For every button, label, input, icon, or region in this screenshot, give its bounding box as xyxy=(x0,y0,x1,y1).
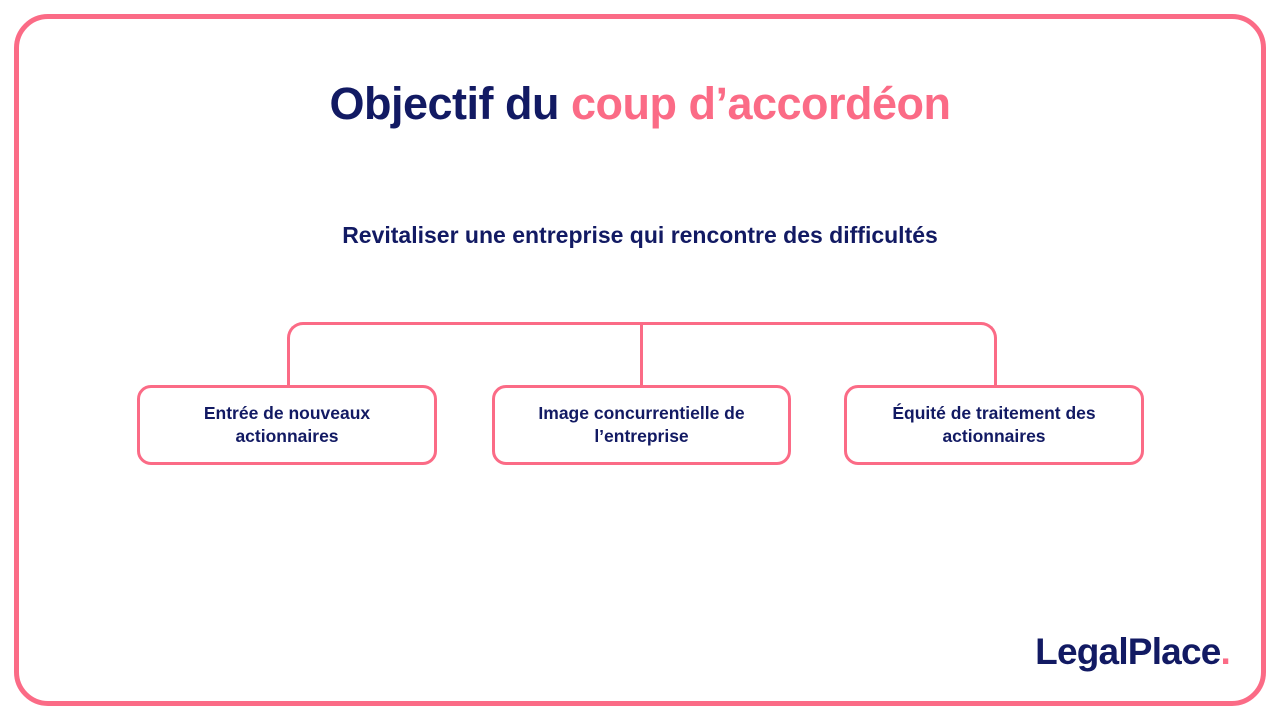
legalplace-logo: LegalPlace. xyxy=(1000,631,1231,672)
logo-dot: . xyxy=(1220,631,1231,672)
connector-line-right xyxy=(641,322,997,387)
connector-line-middle xyxy=(640,322,643,387)
page-title-accent: coup d’accordéon xyxy=(570,78,951,129)
connector-line-left xyxy=(287,322,643,387)
logo-wordmark: LegalPlace xyxy=(1035,631,1221,672)
diagram-root-label: Revitaliser une entreprise qui rencontre… xyxy=(342,222,938,248)
diagram-box-3: Équité de traitement des actionnaires xyxy=(844,385,1144,465)
diagram-box-2: Image concurrentielle de l’entreprise xyxy=(492,385,791,465)
page-title-primary: Objectif du xyxy=(329,78,571,129)
page-title: Objectif du coup d’accordéon xyxy=(0,79,1280,129)
diagram-box-1: Entrée de nouveaux actionnaires xyxy=(137,385,437,465)
